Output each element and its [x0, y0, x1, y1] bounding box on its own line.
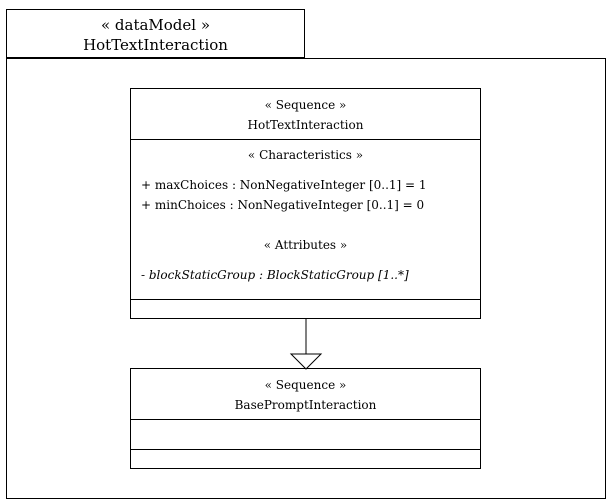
attribute-block-static-group: - blockStaticGroup : BlockStaticGroup [1… [141, 268, 409, 282]
characteristics-header: « Characteristics » [247, 148, 364, 162]
frame-title-tab: « dataModel » HotTextInteraction [6, 9, 305, 58]
class-basepromptinteraction[interactable]: « Sequence » BasePromptInteraction [130, 368, 481, 469]
class-stereotype: « Sequence » [264, 378, 347, 392]
class-name: HotTextInteraction [247, 118, 364, 132]
class-name: BasePromptInteraction [234, 398, 377, 412]
class-hottextinteraction[interactable]: « Sequence » HotTextInteraction « Charac… [130, 88, 481, 319]
class-operations-compartment [131, 299, 480, 318]
class-name-compartment: « Sequence » BasePromptInteraction [131, 369, 480, 419]
characteristic-max-choices: + maxChoices : NonNegativeInteger [0..1]… [141, 178, 427, 192]
class-stereotype: « Sequence » [264, 98, 347, 112]
attributes-header: « Attributes » [263, 238, 348, 252]
class-name-compartment: « Sequence » HotTextInteraction [131, 89, 480, 139]
frame-name: HotTextInteraction [83, 36, 228, 54]
characteristic-min-choices: + minChoices : NonNegativeInteger [0..1]… [141, 198, 425, 212]
class-operations-compartment [131, 449, 480, 468]
frame-stereotype: « dataModel » [100, 16, 211, 34]
class-attributes-compartment [131, 419, 480, 449]
class-attributes-compartment: « Characteristics » + maxChoices : NonNe… [131, 139, 480, 299]
